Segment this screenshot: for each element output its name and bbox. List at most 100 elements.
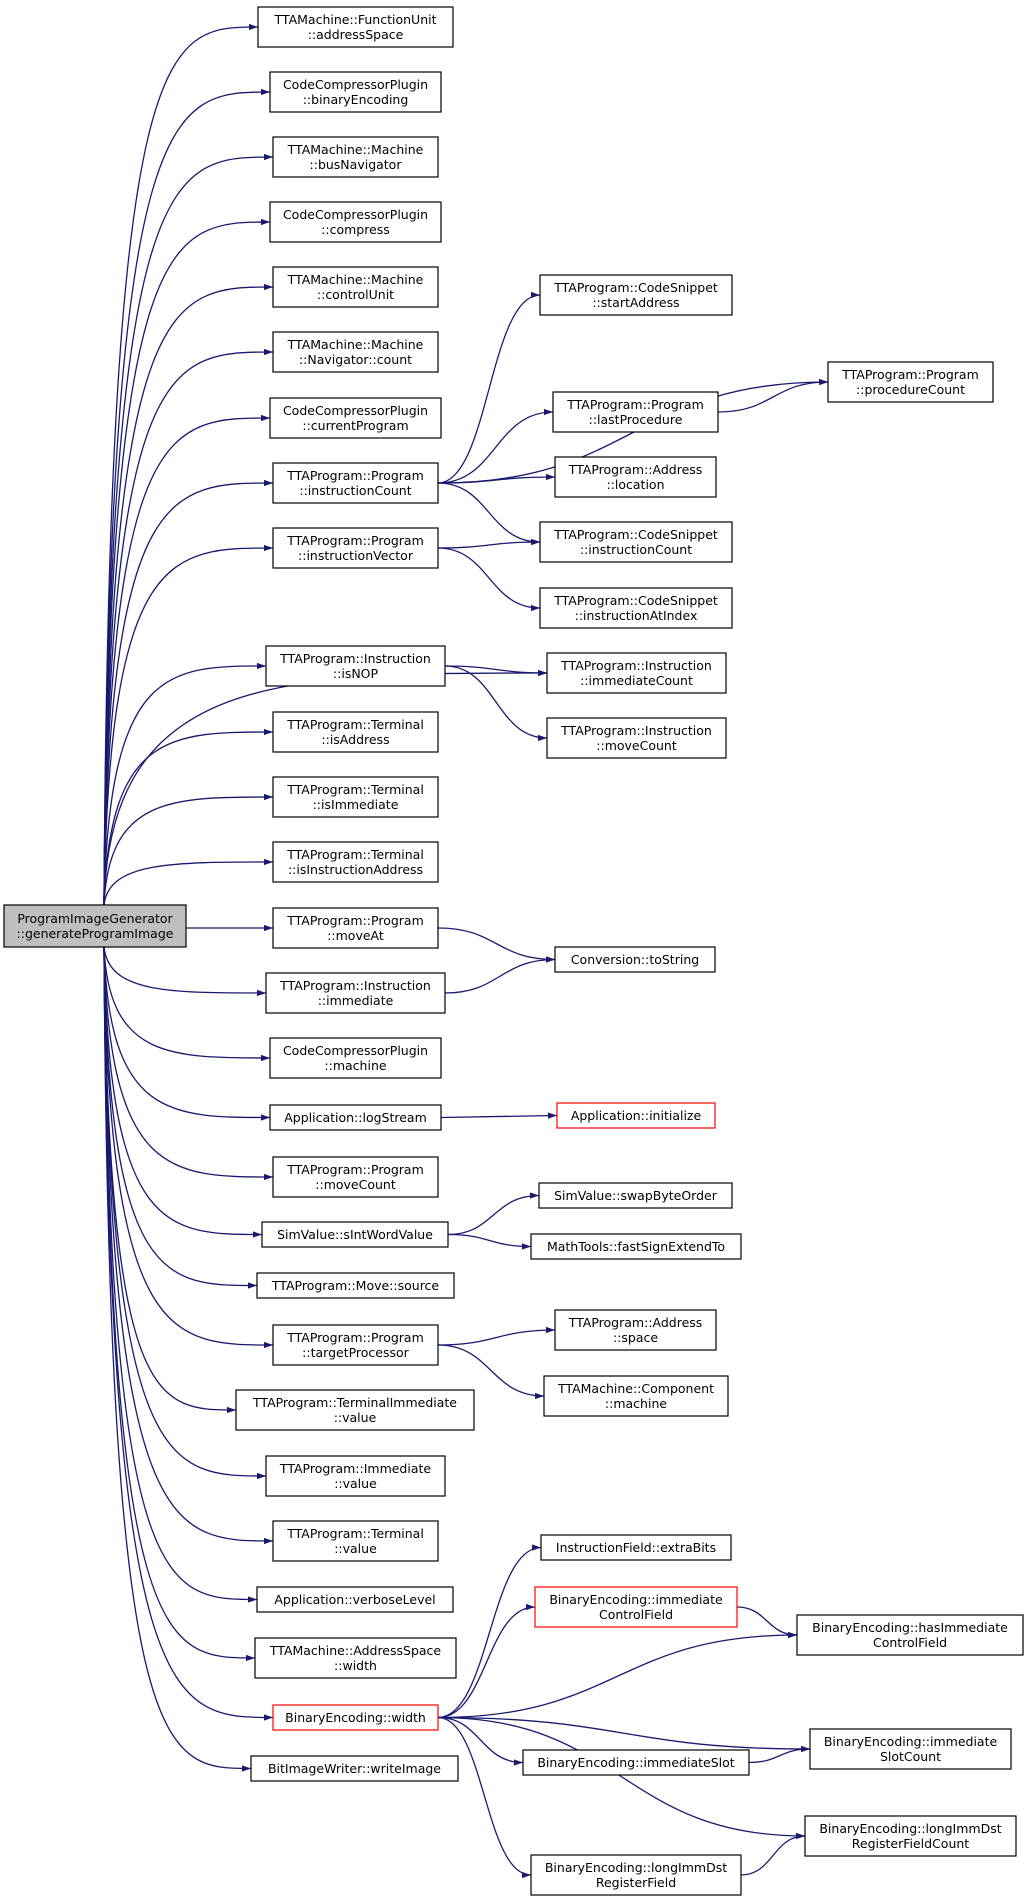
node-box: [543, 1375, 729, 1417]
node-label: MathTools::fastSignExtendTo: [547, 1239, 725, 1254]
node-box: [235, 1389, 475, 1431]
node-n2[interactable]: CodeCompressorPlugin::binaryEncoding: [269, 71, 442, 113]
node-m3[interactable]: TTAProgram::Program::lastProcedure: [552, 391, 719, 433]
node-n21[interactable]: TTAProgram::Program::targetProcessor: [272, 1324, 439, 1366]
node-m11[interactable]: SimValue::swapByteOrder: [538, 1182, 733, 1209]
edge-root-n23: [103, 946, 267, 1480]
node-label: ControlField: [873, 1635, 947, 1650]
node-m4[interactable]: TTAProgram::Address::location: [554, 456, 717, 498]
node-n27[interactable]: BinaryEncoding::width: [272, 1704, 439, 1731]
node-n11[interactable]: TTAProgram::Terminal::isAddress: [272, 711, 439, 753]
node-box: [272, 331, 439, 373]
edge-n21-m14: [437, 1344, 545, 1400]
node-label: TTAProgram::Terminal: [286, 1526, 424, 1541]
edge-n27-m15: [437, 1544, 542, 1719]
node-n26[interactable]: TTAMachine::AddressSpace::width: [254, 1637, 457, 1679]
node-m5[interactable]: TTAProgram::CodeSnippet::instructionCoun…: [539, 521, 733, 563]
node-n4[interactable]: CodeCompressorPlugin::compress: [269, 201, 442, 243]
node-n18[interactable]: TTAProgram::Program::moveCount: [272, 1156, 439, 1198]
node-m7[interactable]: TTAProgram::Instruction::immediateCount: [546, 652, 727, 694]
node-label: ::Navigator::count: [299, 352, 412, 367]
node-label: ::value: [334, 1410, 377, 1425]
edge-n19-m12: [447, 1233, 532, 1250]
node-label: ::width: [334, 1658, 377, 1673]
edge-root-n20: [103, 946, 258, 1289]
node-label: ControlField: [599, 1607, 673, 1622]
node-box: [272, 266, 439, 308]
node-m15[interactable]: InstructionField::extraBits: [540, 1534, 732, 1561]
node-root[interactable]: ProgramImageGenerator::generateProgramIm…: [3, 904, 187, 948]
node-n24[interactable]: TTAProgram::Terminal::value: [272, 1520, 439, 1562]
node-label: Conversion::toString: [571, 952, 699, 967]
node-label: TTAMachine::Machine: [287, 142, 424, 157]
node-label: TTAProgram::Terminal: [286, 717, 424, 732]
node-n3[interactable]: TTAMachine::Machine::busNavigator: [272, 136, 439, 178]
node-m1[interactable]: TTAProgram::CodeSnippet::startAddress: [539, 274, 733, 316]
edge-root-n18: [103, 946, 274, 1181]
node-label: InstructionField::extraBits: [556, 1540, 716, 1555]
node-label: TTAProgram::Terminal: [286, 782, 424, 797]
node-label: BinaryEncoding::longImmDst: [545, 1860, 727, 1875]
node-m2[interactable]: TTAProgram::Program::procedureCount: [827, 361, 994, 403]
node-label: BinaryEncoding::hasImmediate: [812, 1620, 1008, 1635]
node-n8[interactable]: TTAProgram::Program::instructionCount: [272, 462, 439, 504]
node-n10[interactable]: TTAProgram::Instruction::isNOP: [265, 645, 446, 687]
node-box: [522, 1749, 750, 1776]
edge-n27-m16: [437, 1603, 536, 1719]
node-m14[interactable]: TTAMachine::Component::machine: [543, 1375, 729, 1417]
node-n23[interactable]: TTAProgram::Immediate::value: [265, 1455, 446, 1497]
node-box: [269, 201, 442, 243]
node-label: ::compress: [321, 222, 390, 237]
node-n28[interactable]: BitImageWriter::writeImage: [250, 1755, 459, 1782]
node-box: [261, 1221, 449, 1248]
node-label: ::isAddress: [321, 732, 389, 747]
node-box: [265, 645, 446, 687]
node-m8[interactable]: TTAProgram::Instruction::moveCount: [546, 717, 727, 759]
node-box: [250, 1755, 459, 1782]
node-label: ::machine: [605, 1396, 667, 1411]
node-n15[interactable]: TTAProgram::Instruction::immediate: [265, 972, 446, 1014]
node-n16[interactable]: CodeCompressorPlugin::machine: [269, 1037, 442, 1079]
node-box: [554, 946, 716, 973]
node-box: [269, 1104, 442, 1131]
node-n1[interactable]: TTAMachine::FunctionUnit::addressSpace: [257, 6, 454, 48]
edge-root-n28: [103, 946, 252, 1772]
node-n12[interactable]: TTAProgram::Terminal::isImmediate: [272, 776, 439, 818]
edge-root-n6: [103, 348, 274, 906]
node-n5[interactable]: TTAMachine::Machine::controlUnit: [272, 266, 439, 308]
node-n14[interactable]: TTAProgram::Program::moveAt: [272, 907, 439, 949]
node-box: [256, 1272, 455, 1299]
node-label: TTAProgram::Program: [566, 397, 704, 412]
node-n7[interactable]: CodeCompressorPlugin::currentProgram: [269, 397, 442, 439]
node-m6[interactable]: TTAProgram::CodeSnippet::instructionAtIn…: [539, 587, 733, 629]
node-m19[interactable]: BinaryEncoding::immediateSlot: [522, 1749, 750, 1776]
node-n9[interactable]: TTAProgram::Program::instructionVector: [272, 527, 439, 569]
edge-n14-m9: [437, 927, 556, 963]
node-box: [530, 1233, 742, 1260]
node-n6[interactable]: TTAMachine::Machine::Navigator::count: [272, 331, 439, 373]
edge-n15-m9: [444, 956, 556, 994]
node-label: TTAProgram::Program: [286, 1330, 424, 1345]
node-n13[interactable]: TTAProgram::Terminal::isInstructionAddre…: [272, 841, 439, 883]
edge-n27-m18: [437, 1716, 811, 1753]
node-n17[interactable]: Application::logStream: [269, 1104, 442, 1131]
node-m9[interactable]: Conversion::toString: [554, 946, 716, 973]
node-m13[interactable]: TTAProgram::Address::space: [554, 1309, 717, 1351]
node-n20[interactable]: TTAProgram::Move::source: [256, 1272, 455, 1299]
node-label: TTAProgram::Instruction: [279, 651, 431, 666]
node-m20[interactable]: BinaryEncoding::longImmDstRegisterFieldC…: [804, 1815, 1017, 1857]
node-n19[interactable]: SimValue::sIntWordValue: [261, 1221, 449, 1248]
node-n25[interactable]: Application::verboseLevel: [256, 1586, 454, 1613]
node-box: [3, 904, 187, 948]
node-label: TTAProgram::Address: [568, 1315, 703, 1330]
node-label: ::instructionAtIndex: [575, 608, 698, 623]
node-label: TTAMachine::Component: [557, 1381, 714, 1396]
node-m10[interactable]: Application::initialize: [556, 1102, 716, 1129]
node-label: ::binaryEncoding: [303, 92, 409, 107]
node-n22[interactable]: TTAProgram::TerminalImmediate::value: [235, 1389, 475, 1431]
node-m12[interactable]: MathTools::fastSignExtendTo: [530, 1233, 742, 1260]
